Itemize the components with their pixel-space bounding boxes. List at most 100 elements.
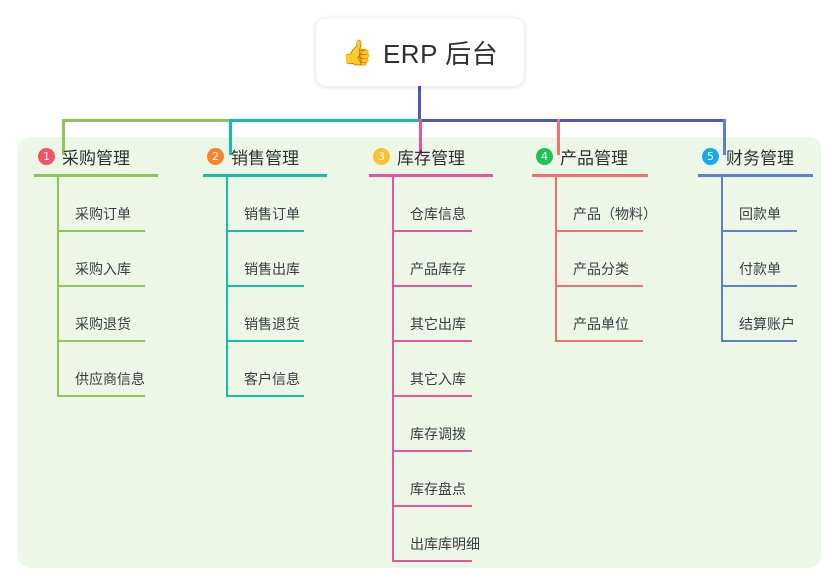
item-label: 采购退货: [75, 316, 131, 332]
item-rule: [721, 340, 797, 342]
item-rule: [226, 230, 304, 232]
item-rule: [555, 340, 643, 342]
item-label: 产品（物料）: [573, 206, 657, 222]
item-spine: [721, 287, 723, 342]
item-rule: [57, 395, 145, 397]
item-rule: [57, 340, 145, 342]
item-rule: [721, 285, 797, 287]
column-badge-2: 2: [207, 147, 224, 165]
item-spine: [57, 177, 59, 232]
item-spine: [392, 177, 394, 232]
item-label: 库存调拨: [410, 426, 466, 442]
column-库存管理: 3 库存管理仓库信息产品库存其它出库其它入库库存调拨库存盘点出库库明细: [369, 143, 493, 562]
item-spine: [392, 287, 394, 342]
drop-line-column-2: [229, 119, 232, 155]
column-badge-3: 3: [373, 147, 390, 165]
columns-panel: [18, 137, 821, 568]
column-rule: [698, 174, 813, 177]
item-spine: [721, 177, 723, 232]
item-rule: [392, 450, 472, 452]
item-rule: [226, 395, 304, 397]
column-rule: [203, 174, 327, 177]
page-title: ERP 后台: [382, 38, 499, 69]
bar-segment-1: [62, 119, 229, 122]
item-label: 出库库明细: [410, 536, 480, 552]
item-rule: [392, 285, 472, 287]
item-label: 付款单: [739, 261, 781, 277]
item-spine: [392, 397, 394, 452]
item-spine: [721, 232, 723, 287]
item-label: 其它入库: [410, 371, 466, 387]
item-spine: [392, 507, 394, 562]
item-spine: [226, 342, 228, 397]
column-title: 产品管理: [560, 148, 628, 168]
item-rule: [57, 285, 145, 287]
column-header-2[interactable]: 2 销售管理: [203, 143, 299, 169]
item-label: 销售出库: [244, 261, 300, 277]
column-title: 销售管理: [231, 148, 299, 168]
item-spine: [57, 232, 59, 287]
item-spine: [392, 342, 394, 397]
column-rule: [532, 174, 648, 177]
item-spine: [555, 232, 557, 287]
thumbs-up-icon: 👍: [341, 38, 373, 67]
column-header-1[interactable]: 1 采购管理: [34, 143, 130, 169]
item-label: 库存盘点: [410, 481, 466, 497]
column-rule: [34, 174, 158, 177]
column-header-3[interactable]: 3 库存管理: [369, 143, 465, 169]
column-销售管理: 2 销售管理销售订单销售出库销售退货客户信息: [203, 143, 327, 397]
item-label: 客户信息: [244, 371, 300, 387]
root-node-erp-backend[interactable]: 👍 ERP 后台: [316, 18, 524, 86]
column-采购管理: 1 采购管理采购订单采购入库采购退货供应商信息: [34, 143, 158, 397]
item-spine: [555, 287, 557, 342]
item-rule: [555, 230, 643, 232]
item-spine: [57, 287, 59, 342]
item-label: 仓库信息: [410, 206, 466, 222]
drop-line-column-5: [723, 119, 726, 155]
item-rule: [392, 560, 472, 562]
item-label: 产品单位: [573, 316, 629, 332]
item-label: 采购入库: [75, 261, 131, 277]
drop-line-column-3: [419, 119, 422, 155]
item-rule: [226, 285, 304, 287]
item-label: 销售退货: [244, 316, 300, 332]
item-rule: [555, 285, 643, 287]
item-spine: [555, 177, 557, 232]
drop-line-column-1: [62, 119, 65, 155]
item-rule: [721, 230, 797, 232]
item-rule: [392, 230, 472, 232]
item-spine: [226, 177, 228, 232]
bar-segment-2: [229, 119, 419, 122]
item-spine: [226, 287, 228, 342]
item-label: 其它出库: [410, 316, 466, 332]
item-label: 产品库存: [410, 261, 466, 277]
item-rule: [226, 340, 304, 342]
column-rule: [369, 174, 493, 177]
column-badge-1: 1: [38, 147, 55, 165]
item-rule: [392, 340, 472, 342]
item-spine: [226, 232, 228, 287]
column-badge-5: 5: [702, 147, 719, 165]
item-label: 产品分类: [573, 261, 629, 277]
column-header-5[interactable]: 5 财务管理: [698, 143, 794, 169]
item-label: 销售订单: [244, 206, 300, 222]
stem-line: [418, 86, 421, 122]
item-label: 供应商信息: [75, 371, 145, 387]
item-label: 结算账户: [739, 316, 795, 332]
item-rule: [392, 395, 472, 397]
drop-line-column-4: [557, 119, 560, 155]
column-财务管理: 5 财务管理回款单付款单结算账户: [698, 143, 813, 342]
item-spine: [392, 452, 394, 507]
item-rule: [392, 505, 472, 507]
column-title: 采购管理: [62, 148, 130, 168]
item-label: 采购订单: [75, 206, 131, 222]
column-title: 财务管理: [726, 148, 794, 168]
item-label: 回款单: [739, 206, 781, 222]
item-spine: [392, 232, 394, 287]
bar-segment-3: [419, 119, 726, 122]
item-rule: [57, 230, 145, 232]
column-title: 库存管理: [397, 148, 465, 168]
